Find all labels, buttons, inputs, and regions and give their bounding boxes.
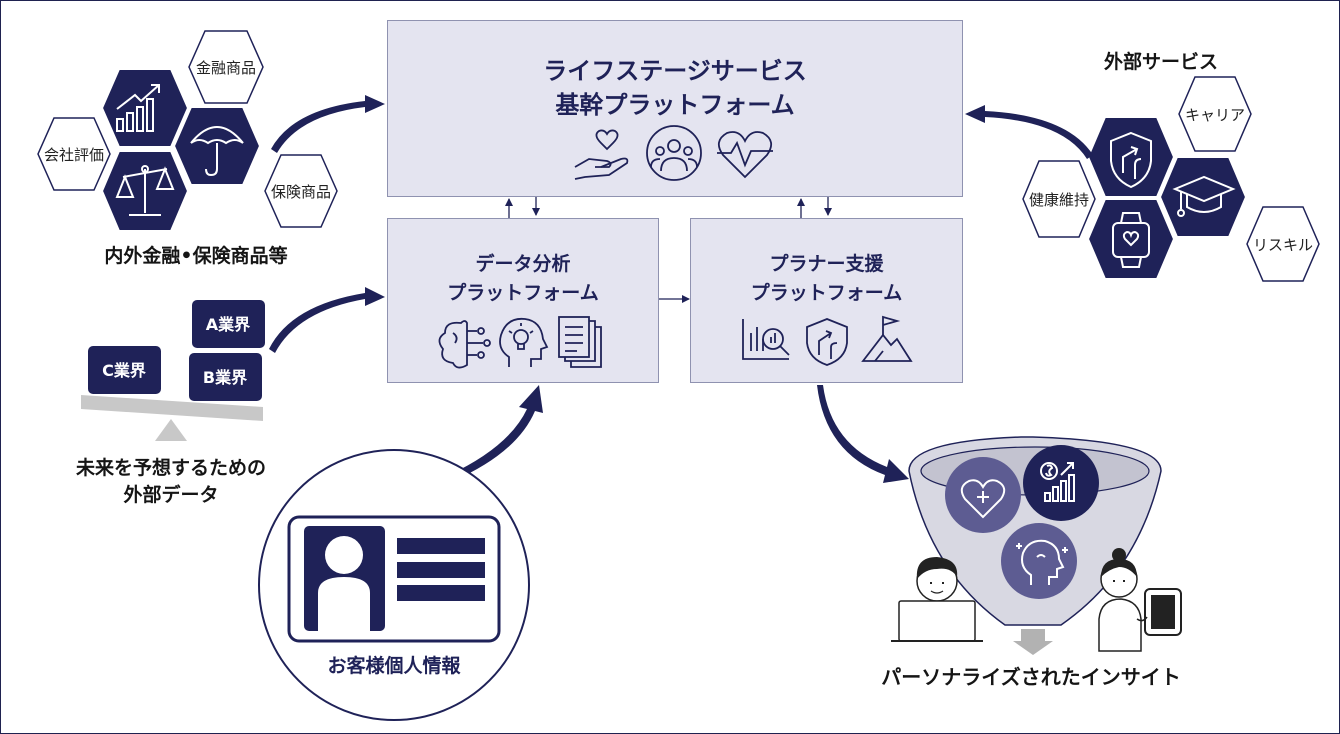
arrow-industries-to-analysis	[269, 287, 385, 353]
connector-arrows	[505, 197, 832, 303]
heart-plus-icon	[960, 479, 1006, 519]
arrow-planner-to-insight	[817, 385, 909, 483]
arrow-products-to-core	[271, 95, 385, 153]
planner-platform-box: プラナー支援 プラットフォーム	[690, 218, 963, 383]
right-hex-cluster: キャリア 健康維持 リスキル	[1022, 76, 1320, 282]
tile-a-gyokai	[192, 300, 265, 348]
analysis-platform-box: データ分析 プラットフォーム	[387, 218, 659, 383]
umbrella-icon	[190, 126, 244, 177]
tile-c-gyokai	[88, 346, 161, 394]
hex-kaisha-hyoka	[37, 117, 111, 191]
core-platform-box: ライフステージサービス 基幹プラットフォーム	[387, 20, 963, 197]
industry-caption-2: 外部データ	[123, 484, 219, 506]
mind-icon	[1016, 539, 1068, 585]
planner-platform-title-2: プラットフォーム	[750, 282, 903, 304]
hex-kenko	[1022, 160, 1096, 238]
chart-growth-icon	[116, 84, 160, 132]
graduation-cap-icon	[1172, 175, 1236, 217]
core-platform-title-1: ライフステージサービス	[543, 57, 807, 85]
left-hex-cluster: 金融商品 会社評価 保険商品	[37, 30, 338, 232]
hex-hoken-shohin	[264, 154, 338, 228]
woman-phone-icon	[1098, 548, 1182, 652]
finance-chart-icon	[1040, 462, 1075, 502]
hex-signpost	[1086, 116, 1176, 198]
planner-platform-title-1: プラナー支援	[769, 253, 884, 275]
signpost-shield-icon	[1110, 131, 1152, 189]
seesaw-fulcrum	[155, 419, 187, 441]
hex-reskill	[1246, 206, 1320, 282]
hex-watch	[1086, 198, 1176, 280]
right-cluster-title: 外部サービス	[1103, 51, 1218, 73]
hex-label-kinyu: 金融商品	[196, 59, 256, 77]
hex-growth	[100, 68, 190, 148]
hex-label-career: キャリア	[1185, 106, 1245, 124]
smartwatch-icon	[1112, 212, 1150, 268]
tile-label-a: A業界	[206, 315, 250, 334]
core-platform-title-2: 基幹プラットフォーム	[555, 91, 795, 119]
arrow-customer-to-analysis	[449, 385, 543, 481]
industry-seesaw: A業界 B業界 C業界	[81, 300, 265, 441]
hex-career	[1178, 76, 1252, 152]
insight-funnel	[908, 436, 1162, 655]
customer-caption: お客様個人情報	[327, 655, 461, 677]
output-caption: パーソナライズされたインサイト	[881, 665, 1181, 689]
hex-label-hoken: 保険商品	[271, 183, 331, 201]
customer-info	[258, 449, 530, 721]
hex-label-kaisha: 会社評価	[44, 146, 104, 164]
industry-caption-1: 未来を予想するための	[75, 457, 266, 479]
analysis-platform-title-1: データ分析	[475, 253, 571, 275]
hex-label-reskill: リスキル	[1253, 236, 1313, 254]
hex-label-kenko: 健康維持	[1029, 191, 1089, 209]
office-worker-icon	[891, 557, 983, 642]
tile-label-c: C業界	[102, 361, 146, 380]
arrow-external-to-core	[965, 105, 1093, 159]
analysis-platform-title-2: プラットフォーム	[447, 282, 599, 304]
hex-graduation	[1158, 156, 1248, 238]
left-cluster-caption: 内外金融•保険商品等	[104, 245, 288, 267]
hex-kinyu-shohin	[188, 30, 264, 104]
id-card-icon	[287, 515, 501, 643]
tile-b-gyokai	[189, 353, 262, 401]
balance-scale-icon	[115, 165, 175, 216]
tile-label-b: B業界	[203, 368, 247, 387]
seesaw-beam	[81, 395, 263, 421]
down-arrow	[1013, 629, 1053, 655]
